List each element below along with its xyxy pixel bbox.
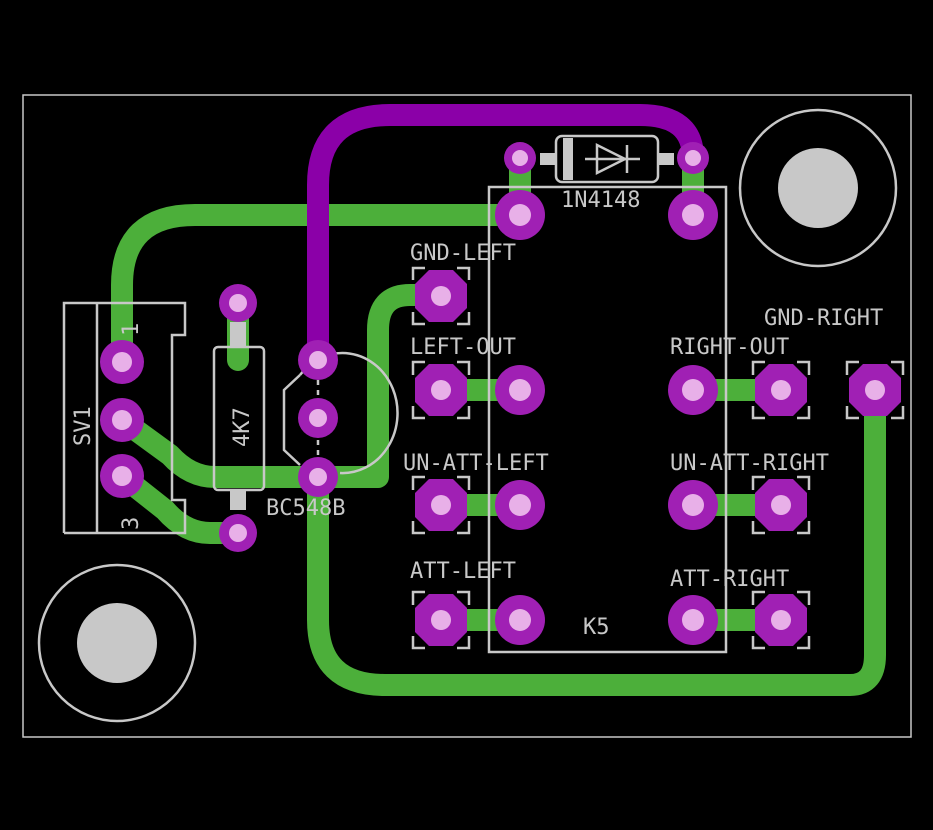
trace-gnd-loop <box>307 379 886 696</box>
resistor-outline <box>212 322 266 510</box>
diode-outline <box>540 134 674 184</box>
component-pads <box>100 142 718 645</box>
pad-resistor-top <box>219 284 257 322</box>
pad-att-left <box>415 594 467 646</box>
pad-transistor-emitter <box>298 457 338 497</box>
pad-diode-anode <box>504 142 536 174</box>
trace-gnd-left <box>307 284 452 488</box>
pad-relay-coil-left <box>495 190 545 240</box>
pad-header-2 <box>100 398 144 442</box>
transistor-label: BC548B <box>266 496 345 521</box>
pad-transistor-base <box>298 398 338 438</box>
mounting-hole-top-right <box>738 108 898 268</box>
pad-gnd-left <box>415 270 467 322</box>
label-right-out: RIGHT-OUT <box>670 335 789 360</box>
label-gnd-right: GND-RIGHT <box>764 306 883 331</box>
board-outline <box>22 94 912 738</box>
trace-top-diode-to-transistor <box>307 104 704 371</box>
pad-relay-un-att-left <box>495 480 545 530</box>
resistor-label: 4K7 <box>230 407 255 447</box>
label-un-att-right: UN-ATT-RIGHT <box>670 451 829 476</box>
pad-relay-coil-right <box>668 190 718 240</box>
header-label: SV1 <box>71 406 96 446</box>
pad-att-right <box>755 594 807 646</box>
label-left-out: LEFT-OUT <box>410 335 516 360</box>
pad-resistor-bottom <box>219 514 257 552</box>
trace-header-pin1-to-relay <box>111 204 531 373</box>
pad-right-out <box>755 364 807 416</box>
pad-un-att-left <box>415 479 467 531</box>
label-un-att-left: UN-ATT-LEFT <box>403 451 549 476</box>
pad-gnd-right <box>849 364 901 416</box>
mounting-hole-bottom-left <box>37 563 197 723</box>
label-att-left: ATT-LEFT <box>410 559 516 584</box>
label-gnd-left: GND-LEFT <box>410 241 516 266</box>
trace-header-pin2-to-transistor <box>111 409 329 488</box>
label-att-right: ATT-RIGHT <box>670 567 789 592</box>
pad-relay-un-att-right <box>668 480 718 530</box>
pad-header-3 <box>100 454 144 498</box>
pad-relay-left-out <box>495 365 545 415</box>
diode-label: 1N4148 <box>561 188 640 213</box>
pad-left-out <box>415 364 467 416</box>
pad-un-att-right <box>755 479 807 531</box>
relay-outline <box>487 185 728 654</box>
pad-relay-att-left <box>495 595 545 645</box>
relay-label: K5 <box>583 615 610 640</box>
pad-header-1 <box>100 340 144 384</box>
header-sv1-outline <box>62 301 187 535</box>
pad-diode-cathode <box>677 142 709 174</box>
terminal-pad-outlines <box>411 266 905 650</box>
pad-relay-att-right <box>668 595 718 645</box>
header-pin-3-label: 3 <box>119 517 144 530</box>
pad-relay-right-out <box>668 365 718 415</box>
terminal-pads <box>415 270 901 646</box>
pad-transistor-collector <box>298 340 338 380</box>
header-pin-1-label: 1 <box>119 323 144 336</box>
